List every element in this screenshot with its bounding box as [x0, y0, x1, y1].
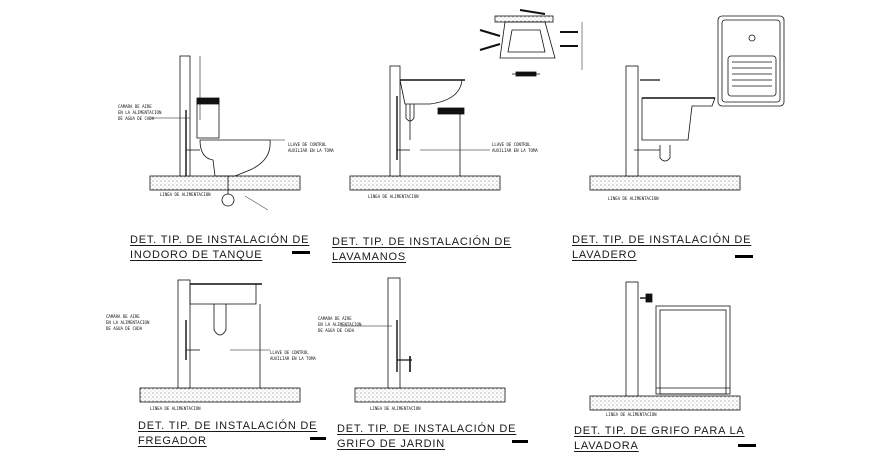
title-line1: DET. TIP. DE INSTALACIÓN DE — [138, 420, 318, 432]
scale-mark — [512, 440, 528, 443]
title-fregador: DET. TIP. DE INSTALACIÓN DE FREGADOR — [138, 419, 317, 449]
floor-slab — [149, 175, 301, 191]
detail-lavadero-drawing: LINEA DE ALIMENTACION — [589, 65, 741, 201]
wall — [179, 55, 191, 177]
title-inodoro: DET. TIP. DE INSTALACIÓN DE INODORO DE T… — [130, 233, 309, 263]
svg-text:LINEA DE ALIMENTACION: LINEA DE ALIMENTACION — [368, 194, 419, 199]
scale-mark — [735, 255, 753, 258]
title-lavadora: DET. TIP. DE GRIFO PARA LA LAVADORA — [574, 424, 745, 454]
svg-text:CAMARA DE AIRE: CAMARA DE AIRE — [106, 314, 140, 319]
svg-text:DE AGUA DE CADA: DE AGUA DE CADA — [318, 328, 355, 333]
svg-text:EN LA ALIMENTACION: EN LA ALIMENTACION — [118, 110, 162, 115]
washing-machine — [655, 305, 731, 395]
svg-text:LLAVE DE CONTROL: LLAVE DE CONTROL — [288, 142, 327, 147]
svg-text:AUXILIAR EN LA TOMA: AUXILIAR EN LA TOMA — [288, 148, 334, 153]
scale-mark — [310, 437, 326, 440]
scale-mark — [738, 444, 756, 447]
detail-jardin-drawing: CAMARA DE AIRE EN LA ALIMENTACION DE AGU… — [318, 277, 506, 411]
title-line1: DET. TIP. DE INSTALACIÓN DE — [130, 234, 310, 246]
scale-mark — [292, 251, 310, 254]
laundry-basin — [641, 97, 716, 141]
detail-inodoro-drawing: CAMARA DE AIRE EN LA ALIMENTACION DE AGU… — [118, 55, 334, 211]
svg-text:CAMARA DE AIRE: CAMARA DE AIRE — [318, 316, 352, 321]
title-line1: DET. TIP. DE INSTALACIÓN DE — [332, 236, 512, 248]
svg-text:AUXILIAR EN LA TOMA: AUXILIAR EN LA TOMA — [492, 148, 538, 153]
title-line1: DET. TIP. DE INSTALACIÓN DE — [572, 234, 752, 246]
svg-text:AUXILIAR EN LA TOMA: AUXILIAR EN LA TOMA — [270, 356, 316, 361]
detail-lavadora-drawing: LINEA DE ALIMENTACION — [589, 281, 741, 417]
title-line1: DET. TIP. DE INSTALACIÓN DE — [337, 423, 517, 435]
title-line2: INODORO DE TANQUE — [130, 249, 263, 261]
sink-plan-view — [479, 9, 583, 77]
title-line2: GRIFO DE JARDIN — [337, 438, 445, 450]
laundry-sink-plan — [717, 15, 785, 107]
svg-text:EN LA ALIMENTACION: EN LA ALIMENTACION — [318, 322, 362, 327]
svg-text:LINEA DE ALIMENTACION: LINEA DE ALIMENTACION — [606, 412, 657, 417]
title-line2: LAVADORA — [574, 440, 639, 452]
svg-text:LLAVE DE CONTROL: LLAVE DE CONTROL — [492, 142, 531, 147]
title-line2: LAVAMANOS — [332, 251, 407, 263]
toilet-bowl — [199, 139, 271, 177]
title-line1: DET. TIP. DE GRIFO PARA LA — [574, 425, 745, 437]
svg-text:CAMARA DE AIRE: CAMARA DE AIRE — [118, 104, 152, 109]
title-lavamanos: DET. TIP. DE INSTALACIÓN DE LAVAMANOS — [332, 235, 511, 265]
detail-fregador-drawing: CAMARA DE AIRE EN LA ALIMENTACION DE AGU… — [106, 279, 316, 411]
detail-lavamanos-drawing: LLAVE DE CONTROL AUXILIAR EN LA TOMA LIN… — [349, 65, 538, 199]
svg-text:LLAVE DE CONTROL: LLAVE DE CONTROL — [270, 350, 309, 355]
svg-text:LINEA DE ALIMENTACION: LINEA DE ALIMENTACION — [150, 406, 201, 411]
title-jardin: DET. TIP. DE INSTALACIÓN DE GRIFO DE JAR… — [337, 422, 516, 452]
washbasin — [399, 79, 463, 105]
svg-text:LINEA DE ALIMENTACION: LINEA DE ALIMENTACION — [160, 192, 211, 197]
title-line2: FREGADOR — [138, 435, 207, 447]
svg-text:DE AGUA DE CADA: DE AGUA DE CADA — [118, 116, 155, 121]
svg-text:LINEA DE ALIMENTACION: LINEA DE ALIMENTACION — [370, 406, 421, 411]
svg-text:EN LA ALIMENTACION: EN LA ALIMENTACION — [106, 320, 150, 325]
svg-text:LINEA DE ALIMENTACION: LINEA DE ALIMENTACION — [608, 196, 659, 201]
title-line2: LAVADERO — [572, 249, 637, 261]
svg-text:DE AGUA DE CADA: DE AGUA DE CADA — [106, 326, 143, 331]
title-lavadero: DET. TIP. DE INSTALACIÓN DE LAVADERO — [572, 233, 751, 263]
